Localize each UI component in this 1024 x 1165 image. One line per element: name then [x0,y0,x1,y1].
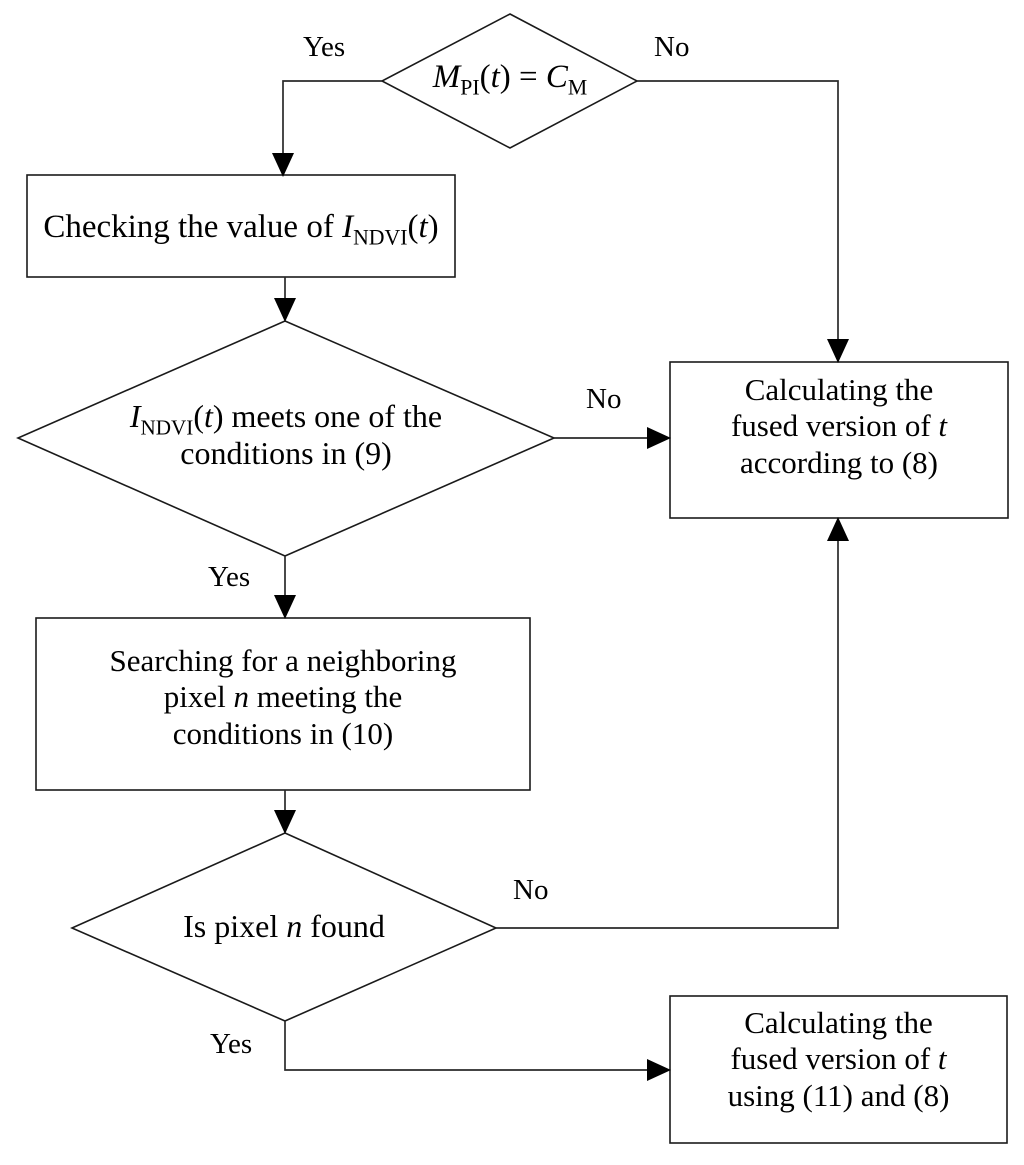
shape-search-neighbor [35,617,531,791]
edge-label-ndvi-yes: Yes [208,561,251,593]
shape-decision-pixel-found [70,832,498,1022]
connector-top-no [637,80,839,352]
arrowhead-ndvi-no [647,427,671,449]
arrowhead-ndvi-yes [274,595,296,619]
shape-calc-fused-8 [669,361,1009,519]
shape-check-ndvi [26,174,456,278]
connector-found-no [496,528,839,929]
edge-label-found-yes: Yes [210,1028,253,1060]
arrowhead-top-no [827,339,849,363]
edge-label-top-no: No [654,31,690,63]
arrowhead-search-to-found [274,810,296,834]
edge-label-found-no: No [513,874,549,906]
edge-label-top-yes: Yes [303,31,346,63]
connector-found-yes [284,1021,660,1071]
arrowhead-check-to-ndvi [274,298,296,322]
shape-calc-fused-11-8 [669,995,1008,1144]
shape-decision-mpi [380,13,639,149]
edge-label-ndvi-no: No [586,383,622,415]
arrowhead-found-yes [647,1059,671,1081]
arrowhead-top-yes [272,153,294,177]
connector-top-yes [282,80,382,166]
shape-decision-ndvi-conditions [16,320,556,557]
arrowhead-found-no [827,517,849,541]
